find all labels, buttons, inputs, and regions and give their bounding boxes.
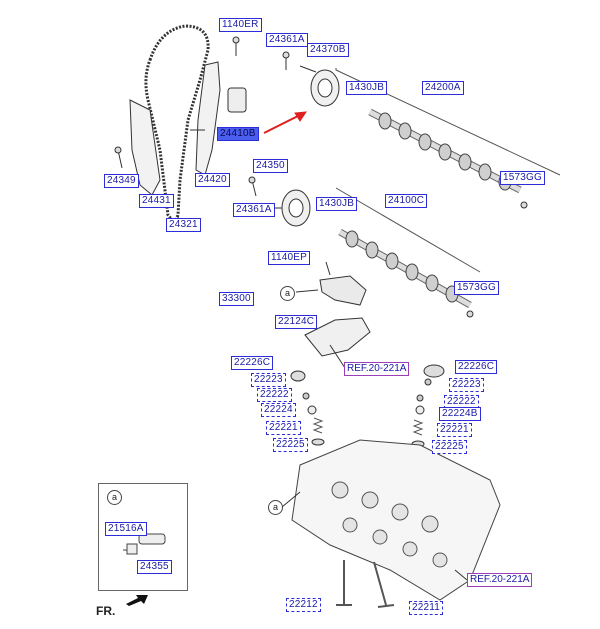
label-22226c-left[interactable]: 22226C (231, 356, 274, 370)
label-24361a-mid[interactable]: 24361A (233, 203, 275, 217)
marker-a: a (280, 286, 295, 301)
label-1430jb-mid[interactable]: 1430JB (316, 197, 358, 211)
label-22226c-right[interactable]: 22226C (455, 360, 498, 374)
valve-left (336, 560, 352, 606)
label-24361a-top[interactable]: 24361A (266, 33, 308, 47)
label-22223-left[interactable]: 22223 (251, 373, 286, 387)
timing-chain (144, 24, 210, 222)
label-24370b[interactable]: 24370B (307, 43, 349, 57)
label-1573gg-mid[interactable]: 1573GG (454, 281, 500, 295)
label-22222-left[interactable]: 22222 (257, 388, 292, 402)
label-24350[interactable]: 24350 (253, 159, 288, 173)
front-arrow-icon (126, 595, 148, 606)
front-direction-label: FR. (96, 604, 116, 618)
inset-detail-a: a 21516A 24355 (98, 483, 188, 591)
label-33300[interactable]: 33300 (219, 292, 254, 306)
label-22223-right[interactable]: 22223 (449, 378, 484, 392)
label-22221-right[interactable]: 22221 (437, 423, 472, 437)
label-1140er[interactable]: 1140ER (219, 18, 262, 32)
label-24410b-highlighted[interactable]: 24410B (217, 127, 259, 141)
marker-a-head: a (268, 500, 283, 515)
label-24431[interactable]: 24431 (139, 194, 174, 208)
ref-link-mid[interactable]: REF.20-221A (344, 362, 410, 376)
label-22124c[interactable]: 22124C (275, 315, 318, 329)
inset-sensor-drawing (123, 533, 166, 555)
inset-marker-a: a (107, 490, 122, 505)
label-22224-left[interactable]: 22224 (261, 403, 296, 417)
label-24420[interactable]: 24420 (195, 173, 230, 187)
label-1573gg-top[interactable]: 1573GG (500, 171, 546, 185)
bearing-cap (304, 317, 371, 357)
valve-spring-left (312, 417, 324, 434)
valve-spring-right (412, 419, 424, 436)
label-24349[interactable]: 24349 (104, 174, 139, 188)
chain-tensioner (227, 87, 247, 113)
label-24100c[interactable]: 24100C (385, 194, 428, 208)
label-22211[interactable]: 22211 (409, 601, 444, 615)
label-1430jb-top[interactable]: 1430JB (346, 81, 388, 95)
label-1140ep[interactable]: 1140EP (268, 251, 311, 265)
label-22224b[interactable]: 22224B (439, 407, 481, 421)
label-22221-left[interactable]: 22221 (266, 421, 301, 435)
label-22225-right[interactable]: 22225 (432, 440, 467, 454)
label-24200a[interactable]: 24200A (422, 81, 464, 95)
label-24321[interactable]: 24321 (166, 218, 201, 232)
valve-right (373, 561, 395, 608)
label-24355[interactable]: 24355 (137, 560, 172, 574)
label-22212[interactable]: 22212 (286, 598, 321, 612)
ref-link-bottom[interactable]: REF.20-221A (467, 573, 533, 587)
chain-guide-right (195, 61, 221, 176)
label-22225-left[interactable]: 22225 (273, 438, 308, 452)
cam-actuator (319, 275, 367, 306)
label-21516a[interactable]: 21516A (105, 522, 147, 536)
